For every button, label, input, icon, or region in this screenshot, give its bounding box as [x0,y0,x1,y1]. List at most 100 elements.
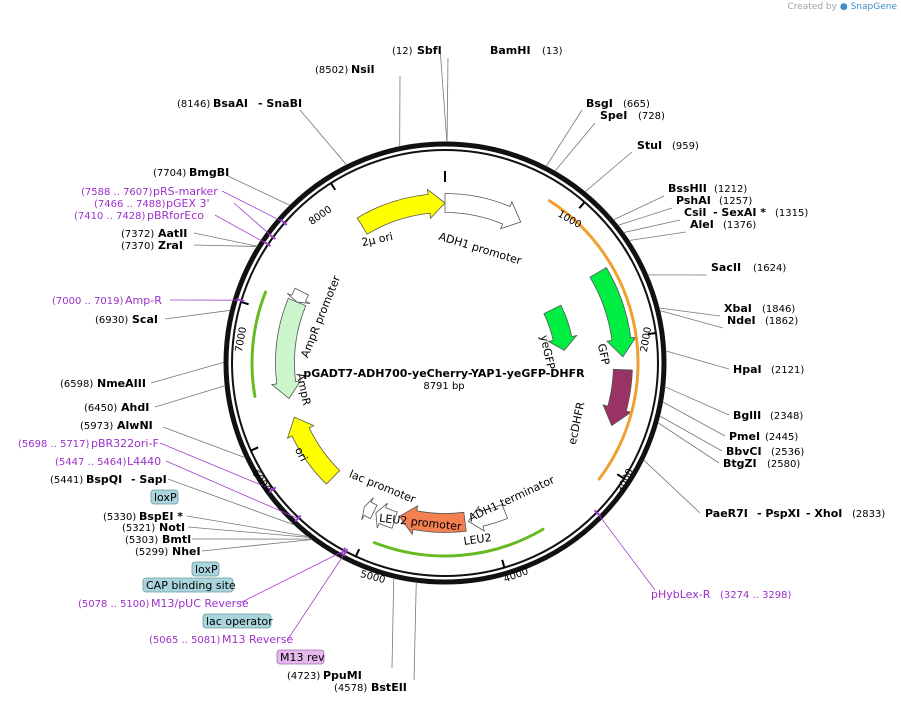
feature-arrow-adh1-promoter[interactable] [444,193,522,230]
site-pos-nmeaiii: (6598) [60,379,93,390]
site-name-xhoi[interactable]: - XhoI [806,507,842,520]
primer-site-mark [263,240,272,247]
site-leader-line [657,422,720,464]
feature-arrow-adh1-terminator[interactable] [467,503,509,532]
site-pos-stui: (959) [672,141,699,152]
site-name-bglii[interactable]: BglII [733,409,761,422]
site-pos-btgzi: (2580) [767,459,800,470]
site-name-zrai[interactable]: ZraI [158,239,183,252]
site-name-hpai[interactable]: HpaI [733,363,762,376]
primer-name-amp-r[interactable]: Amp-R [125,294,162,307]
site-name-sacii[interactable]: SacII [711,261,741,274]
site-pos-ppumi: (4723) [287,671,320,682]
feature-arrow-lac-promoter[interactable] [361,497,378,520]
site-name-bsteii[interactable]: BstEII [371,681,407,694]
backbone-outer-circle [223,141,667,585]
cap-binding-site-box[interactable] [142,577,234,593]
site-name-pspxi[interactable]: - PspXI [757,507,800,520]
feature-arrow-leu2-promoter[interactable] [375,502,398,529]
site-name-bspei[interactable]: BspEI * [139,510,183,523]
site-name-ndei[interactable]: NdeI [727,314,756,327]
primer-leader-line [214,214,268,245]
site-pos-csii: (1315) [775,208,808,219]
plasmid-name: pGADT7-ADH700-yeCherry-YAP1-yeGFP-DHFR [303,367,585,380]
primer-name-m13puc-reverse[interactable]: M13/pUC Reverse [151,597,249,610]
site-name-bmgbi[interactable]: BmgBI [189,166,229,179]
feature-arrow-ecdhfr[interactable] [602,368,633,427]
site-name-stui[interactable]: StuI [637,139,662,152]
site-name-xbai[interactable]: XbaI [724,302,752,315]
feature-arrow-2-ori[interactable] [356,188,446,235]
site-name-snabi[interactable]: - SnaBI [258,97,302,110]
lac-operator-box[interactable] [202,613,272,629]
site-name-bbvci[interactable]: BbvCI [726,445,762,458]
site-name-bsgi[interactable]: BsgI [586,97,613,110]
feature-arrow-ampr[interactable] [270,297,307,400]
site-name-alei[interactable]: AleI [690,218,714,231]
site-name-sapi[interactable]: - SapI [131,473,167,486]
loxp-box-1[interactable] [150,489,179,505]
site-name-bsaai[interactable]: BsaAI [213,97,248,110]
tick-mark [240,300,249,306]
loxp-label-2: loxP [195,563,218,576]
site-pos-scai: (6930) [95,315,128,326]
primer-name-prs-marker[interactable]: pRS-marker [153,185,218,198]
site-name-spei[interactable]: SpeI [600,109,627,122]
site-name-nsii[interactable]: NsiI [351,63,375,76]
primer-name-m13-reverse[interactable]: M13 Reverse [222,633,293,646]
site-name-paer7i[interactable]: PaeR7I [705,507,748,520]
backbone-inner-circle [231,149,659,577]
site-name-sbfi[interactable]: SbfI [417,44,442,57]
feature-label-leu2: LEU2 [463,531,493,548]
site-name-bamhi[interactable]: BamHI [490,44,531,57]
site-leader-line [186,515,309,537]
feature-arrow-ori[interactable] [286,416,341,485]
loxp-label-1: loxP [154,491,177,504]
feature-arrow-leu2[interactable] [398,505,467,536]
site-name-nmeaiii[interactable]: NmeAIII [97,377,146,390]
orf-arrow[interactable] [547,199,640,481]
site-pos-ndei: (1862) [765,316,798,327]
site-leader-line [584,151,633,193]
feature-arrow-ampr-promoter[interactable] [286,287,311,304]
site-name-pshai[interactable]: PshAI [676,194,711,207]
m13-rev-box[interactable] [276,649,325,665]
site-name-aatii[interactable]: AatII [158,227,187,240]
site-pos-bmti: (5303) [125,535,158,546]
primer-name-l4440[interactable]: L4440 [127,455,161,468]
site-name-pmei[interactable]: PmeI [729,430,760,443]
primer-site-mark [340,547,347,556]
primer-name-pgex3[interactable]: pGEX 3' [166,197,210,210]
site-name-csii[interactable]: CsiI [684,206,706,219]
primer-name-pbr322ori-f[interactable]: pBR322ori-F [91,437,159,450]
site-leader-line [193,244,258,247]
site-name-bmti[interactable]: BmtI [162,533,191,546]
primer-site-mark [268,486,277,493]
primer-name-phyblex-r[interactable]: pHybLex-R [651,588,711,601]
feature-arrow-gfp[interactable] [589,266,637,358]
loxp-box-2[interactable] [191,561,220,577]
primer-site-mark [280,218,288,226]
site-name-scai[interactable]: ScaI [132,313,158,326]
site-name-alwni[interactable]: AlwNI [117,419,153,432]
tick-label-8000: 8000 [307,204,334,228]
orf-arrow[interactable] [372,527,545,558]
site-pos-bamhi: (13) [542,46,563,57]
site-name-ahdi[interactable]: AhdI [121,401,149,414]
site-name-noti[interactable]: NotI [159,521,185,534]
site-pos-bspei: (5330) [103,512,136,523]
primer-name-pbrforeco[interactable]: pBRforEco [147,209,204,222]
site-name-bsshii[interactable]: BssHII [668,182,707,195]
site-name-sexai[interactable]: - SexAI * [713,206,766,219]
plasmid-size: 8791 bp [423,381,464,392]
site-name-btgzi[interactable]: BtgZI [723,457,757,470]
primer-pos-pbrforeco: (7410 .. 7428) [74,211,146,222]
tick-mark [330,182,337,191]
site-name-bspqi[interactable]: BspQI [86,473,122,486]
site-pos-alwni: (5973) [80,421,113,432]
site-name-ppumi[interactable]: PpuMI [323,669,362,682]
site-name-nhei[interactable]: NheI [172,545,201,558]
feature-arrow-yegfp[interactable] [543,304,578,351]
site-leader-line [545,109,583,167]
orf-arrow[interactable] [250,290,268,398]
